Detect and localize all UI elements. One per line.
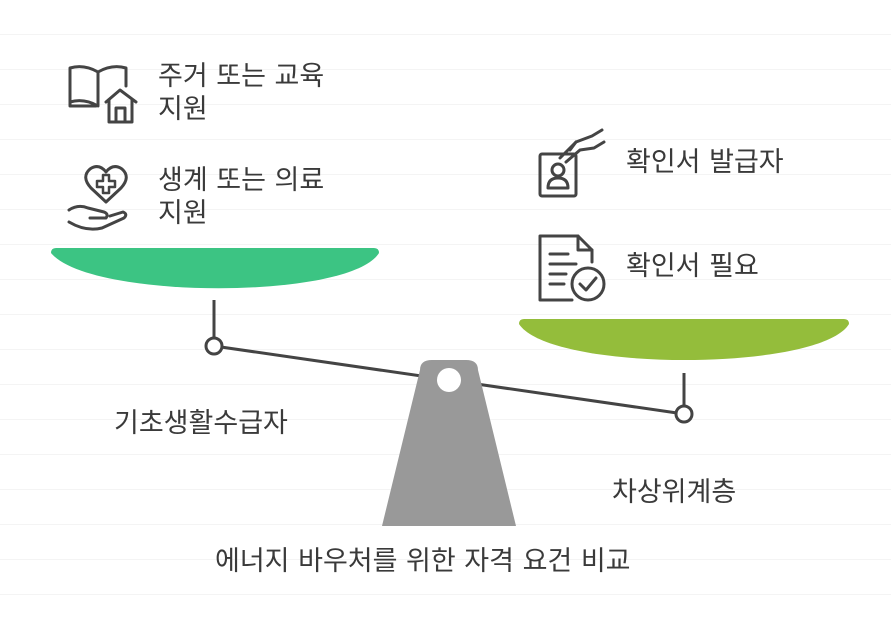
left-pan-label: 기초생활수급자 bbox=[114, 408, 288, 439]
book-house-icon bbox=[68, 65, 138, 124]
scale-stand bbox=[382, 360, 516, 526]
diagram-title: 에너지 바우처를 위한 자격 요건 비교 bbox=[215, 546, 631, 577]
id-card-hand-icon bbox=[538, 128, 606, 198]
scale-pivot bbox=[437, 368, 461, 392]
left-item-2-line1: 생계 또는 의료 bbox=[158, 165, 325, 196]
right-item-1-text: 확인서 발급자 bbox=[626, 147, 784, 178]
left-item-2-line2: 지원 bbox=[158, 198, 208, 229]
left-pan-hinge bbox=[204, 336, 224, 356]
left-item-1-line1: 주거 또는 교육 bbox=[158, 61, 325, 92]
right-pan-label: 차상위계층 bbox=[612, 477, 737, 508]
right-item-2-text: 확인서 필요 bbox=[626, 251, 759, 282]
right-pan-hinge bbox=[674, 404, 694, 424]
left-pan bbox=[51, 248, 379, 289]
heart-hand-medical-icon bbox=[67, 165, 128, 231]
right-pan bbox=[519, 319, 849, 360]
document-check-icon bbox=[538, 234, 606, 302]
left-item-1-line2: 지원 bbox=[158, 94, 208, 125]
